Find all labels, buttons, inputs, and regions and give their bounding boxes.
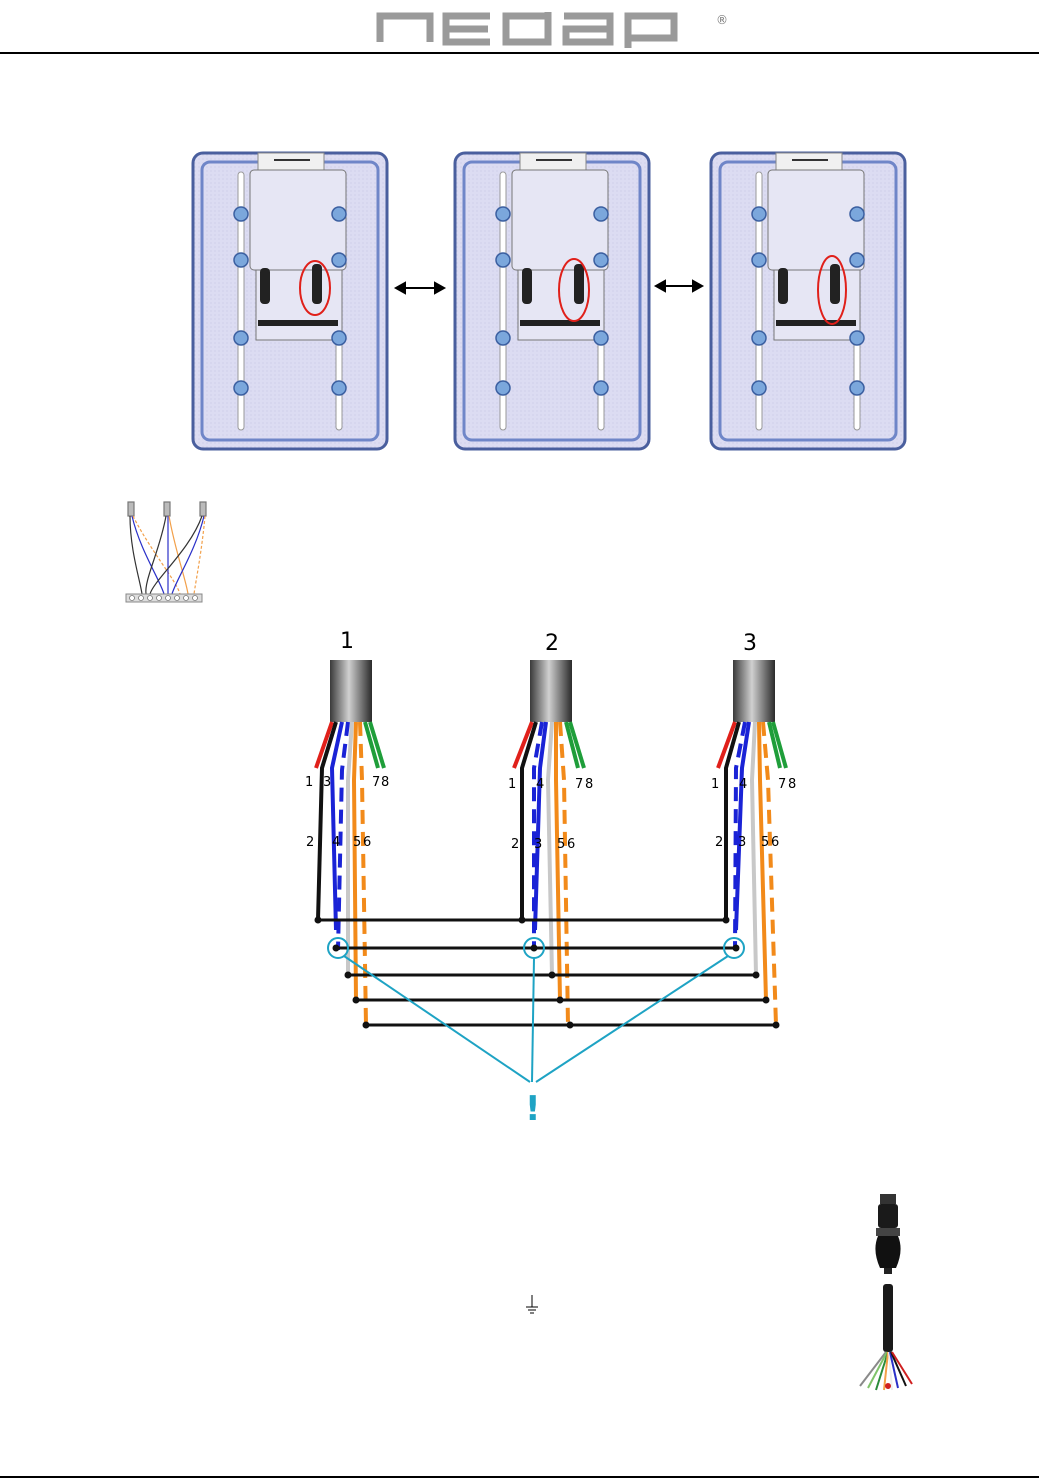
wire-label: 1 [711,777,719,792]
wire-label: 5 [557,837,565,852]
wire-label: 7 [372,775,380,790]
bus-lines [318,920,776,1025]
wire-label: 4 [536,777,544,792]
reader-panels-figure [190,150,915,455]
registered-mark: ® [716,13,728,27]
wire-label: 5 [353,835,361,850]
wire-label: 2 [715,835,723,850]
cable-number-3: 3 [743,631,757,656]
wire-label: 6 [567,837,575,852]
footer-rule [0,1476,1039,1478]
wire-label: 8 [585,777,593,792]
cable-2-wires [514,722,584,1025]
wire-label: 3 [323,775,331,790]
cable-number-2: 2 [545,631,559,656]
double-arrow-icon [396,283,444,293]
header-rule [0,52,1039,54]
wire-label: 6 [771,835,779,850]
wire-label: 1 [508,777,516,792]
wire-label: 2 [511,837,519,852]
cable-body-1 [330,660,372,722]
reader-panel-3 [711,153,905,449]
connector-cable-photo [848,1190,918,1405]
wiring-thumbnail [120,500,210,605]
cable-body-2 [530,660,572,722]
wire-label: 6 [363,835,371,850]
cable-number-1: 1 [340,629,354,654]
wire-label: 2 [306,835,314,850]
wire-label: 4 [739,777,747,792]
nedap-logo: ® [370,8,730,48]
wire-label: 3 [534,837,542,852]
wire-label: 3 [738,835,746,850]
ground-icon [524,1295,540,1317]
wire-label: 4 [332,835,340,850]
wire-label: 7 [778,777,786,792]
reader-panel-1 [193,153,387,449]
cable-1-wires [316,722,384,1025]
cable-3-wires [718,722,786,1025]
double-arrow-icon [656,281,702,291]
reader-panel-2 [455,153,649,449]
header: ® [0,0,1039,54]
wire-label: 1 [305,775,313,790]
wire-label: 8 [381,775,389,790]
cable-body-3 [733,660,775,722]
wire-label: 8 [788,777,796,792]
wire-label: 7 [575,777,583,792]
warning-callout [328,938,744,1082]
wiring-diagram: 1 2 3 1 3 [290,620,810,1130]
junction-dots [315,917,780,1029]
wire-label: 5 [761,835,769,850]
warning-mark: ! [525,1089,541,1129]
